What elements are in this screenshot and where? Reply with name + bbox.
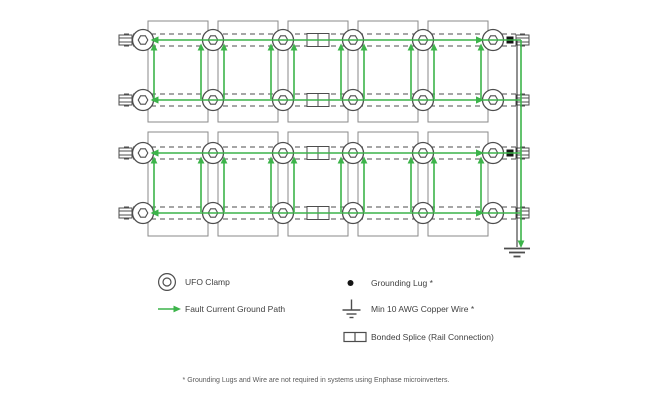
fault-path-arrowhead-up — [220, 43, 228, 51]
fault-path-arrowhead-up — [477, 156, 485, 164]
clamp-bolt-icon — [137, 35, 149, 45]
pv-module — [147, 131, 209, 237]
fault-path-arrowhead-down — [517, 240, 525, 248]
legend-item-bonded-splice: Bonded Splice (Rail Connection) — [343, 326, 494, 348]
fault-path-arrowhead-up — [267, 43, 275, 51]
fault-path-arrowhead-left — [150, 96, 159, 104]
array-grounding-diagram — [118, 20, 530, 258]
fault-path-arrowhead-up — [337, 156, 345, 164]
end-clamp-icon — [118, 147, 133, 159]
end-clamp-icon — [118, 34, 133, 46]
pv-module — [357, 20, 419, 123]
fault-path-arrowhead-up — [477, 43, 485, 51]
legend-label-grounding-lug: Grounding Lug * — [371, 277, 433, 288]
fault-path-arrowhead-right — [476, 96, 484, 104]
legend-item-ufo-clamp: UFO Clamp — [157, 271, 230, 293]
fault-path-arrowhead-right — [476, 149, 484, 157]
fault-path-arrowhead-up — [150, 156, 158, 164]
clamp-bolt-icon — [137, 148, 149, 158]
fault-path-arrowhead-up — [220, 156, 228, 164]
pv-module — [427, 131, 489, 237]
fault-path-arrowhead-up — [290, 156, 298, 164]
fault-path-arrowhead-up — [150, 43, 158, 51]
legend-item-grounding-lug: Grounding Lug * — [347, 272, 433, 294]
pv-module — [427, 20, 489, 123]
fault-path-arrowhead-up — [407, 43, 415, 51]
ufo-clamp-icon — [157, 272, 177, 292]
fault-path-arrow-icon — [157, 304, 182, 314]
legend-label-bonded-splice: Bonded Splice (Rail Connection) — [371, 331, 494, 342]
end-clamp-icon — [118, 207, 133, 219]
fault-path-arrowhead-up — [197, 156, 205, 164]
pv-module — [217, 131, 279, 237]
clamp-bolt-icon — [137, 208, 149, 218]
bonded-splice-icon — [343, 331, 368, 343]
fault-path-arrowhead-up — [360, 43, 368, 51]
fault-path-arrowhead-up — [337, 43, 345, 51]
fault-path-arrowhead-up — [407, 156, 415, 164]
fault-path-arrowhead-left — [150, 209, 159, 217]
grounding-lug-icon — [347, 278, 354, 288]
footnote: * Grounding Lugs and Wire are not requir… — [182, 377, 450, 384]
ground-wire-icon — [341, 298, 362, 320]
pv-module — [217, 20, 279, 123]
pv-module — [357, 131, 419, 237]
fault-path-arrowhead-up — [267, 156, 275, 164]
fault-path-arrowhead-up — [360, 156, 368, 164]
fault-path-arrowhead-left — [150, 36, 159, 44]
legend-item-fault-path: Fault Current Ground Path — [157, 298, 285, 320]
end-clamp-icon — [118, 94, 133, 106]
fault-path-arrowhead-left — [150, 149, 159, 157]
fault-path-arrowhead-right — [476, 209, 484, 217]
fault-path-arrowhead-up — [197, 43, 205, 51]
pv-module — [147, 20, 209, 123]
fault-path-arrowhead-right — [476, 36, 484, 44]
fault-path-arrowhead-up — [430, 43, 438, 51]
legend-label-copper-wire: Min 10 AWG Copper Wire * — [371, 303, 475, 314]
legend-label-ufo-clamp: UFO Clamp — [185, 276, 230, 287]
legend-item-copper-wire: Min 10 AWG Copper Wire * — [341, 298, 474, 320]
fault-path-arrowhead-up — [290, 43, 298, 51]
legend-label-fault-path: Fault Current Ground Path — [185, 303, 286, 314]
clamp-bolt-icon — [137, 95, 149, 105]
fault-path-arrowhead-up — [430, 156, 438, 164]
